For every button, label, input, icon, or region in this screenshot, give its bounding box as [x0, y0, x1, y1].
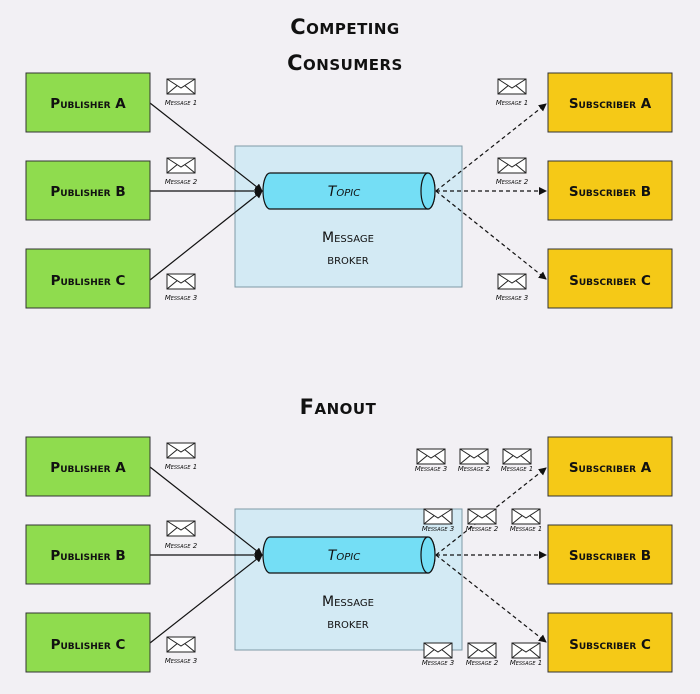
- subscriber-b-label: Subscriber B: [569, 184, 651, 200]
- message-label: Message 1: [165, 99, 198, 107]
- deliver-arrow-a: [435, 103, 547, 192]
- subscriber-a-label: Subscriber A: [569, 460, 652, 476]
- envelope-icon: [459, 448, 489, 465]
- envelope-icon: [423, 508, 453, 525]
- subscriber-c-label: Subscriber C: [569, 637, 651, 653]
- subscriber-a[interactable]: Subscriber A: [547, 436, 673, 497]
- broker-label-line-1: Message: [322, 230, 374, 246]
- publisher-c-label: Publisher C: [51, 637, 126, 653]
- message-label: Message 2: [165, 542, 198, 550]
- broker-label-line-2: broker: [327, 616, 369, 632]
- envelope-icon: [497, 78, 527, 95]
- message-label: Message 3: [415, 465, 448, 473]
- section-competing-consumers: Competing Consumers Topic Message broker…: [25, 15, 673, 309]
- topic-cylinder: [262, 536, 436, 574]
- subscriber-a[interactable]: Subscriber A: [547, 72, 673, 133]
- message-label: Message 2: [466, 525, 499, 533]
- section-title: Fanout: [300, 395, 377, 419]
- publisher-b[interactable]: Publisher B: [25, 160, 151, 221]
- subscriber-b-label: Subscriber B: [569, 548, 651, 564]
- message-label: Message 1: [501, 465, 534, 473]
- publisher-c[interactable]: Publisher C: [25, 248, 151, 309]
- message-label: Message 1: [165, 463, 198, 471]
- message-label: Message 3: [422, 525, 455, 533]
- envelope-icon: [511, 508, 541, 525]
- envelope-icon: [423, 642, 453, 659]
- message-label: Message 3: [165, 294, 198, 302]
- envelope-icon: [497, 157, 527, 174]
- publisher-a-label: Publisher A: [50, 460, 126, 476]
- message-label: Message 1: [496, 99, 529, 107]
- publish-arrow-a: [149, 102, 263, 192]
- topic-label: Topic: [328, 184, 360, 200]
- section-fanout: Fanout Topic Message broker Publisher A …: [25, 395, 673, 673]
- message-label: Message 2: [466, 659, 499, 667]
- envelope-icon: [166, 636, 196, 653]
- message-broker-box: [234, 145, 463, 288]
- message-label: Message 2: [496, 178, 529, 186]
- publish-arrow-a: [149, 466, 263, 556]
- subscriber-b[interactable]: Subscriber B: [547, 160, 673, 221]
- envelope-icon: [166, 273, 196, 290]
- message-label: Message 1: [510, 659, 543, 667]
- envelope-icon: [467, 508, 497, 525]
- envelope-icon: [511, 642, 541, 659]
- message-broker-box: [234, 508, 463, 651]
- publish-arrow-c: [149, 554, 263, 644]
- message-label: Message 2: [165, 178, 198, 186]
- envelope-icon: [166, 520, 196, 537]
- message-label: Message 1: [510, 525, 543, 533]
- publisher-b-label: Publisher B: [50, 184, 125, 200]
- publisher-a[interactable]: Publisher A: [25, 436, 151, 497]
- subscriber-c[interactable]: Subscriber C: [547, 248, 673, 309]
- message-label: Message 3: [496, 294, 529, 302]
- message-label: Message 3: [165, 657, 198, 665]
- message-label: Message 3: [422, 659, 455, 667]
- envelope-icon: [502, 448, 532, 465]
- section-title-line-2: Consumers: [287, 51, 403, 75]
- envelope-icon: [467, 642, 497, 659]
- publisher-a-label: Publisher A: [50, 96, 126, 112]
- topic-cylinder: [262, 172, 436, 210]
- subscriber-c[interactable]: Subscriber C: [547, 612, 673, 673]
- broker-label-line-2: broker: [327, 252, 369, 268]
- envelope-icon: [166, 157, 196, 174]
- deliver-arrow-c: [435, 554, 547, 643]
- subscriber-b[interactable]: Subscriber B: [547, 524, 673, 585]
- publisher-b-label: Publisher B: [50, 548, 125, 564]
- deliver-arrow-c: [435, 190, 547, 280]
- envelope-icon: [166, 442, 196, 459]
- topic-label: Topic: [328, 548, 360, 564]
- publisher-b[interactable]: Publisher B: [25, 524, 151, 585]
- envelope-icon: [416, 448, 446, 465]
- publisher-c[interactable]: Publisher C: [25, 612, 151, 673]
- subscriber-c-label: Subscriber C: [569, 273, 651, 289]
- message-label: Message 2: [458, 465, 491, 473]
- subscriber-a-label: Subscriber A: [569, 96, 652, 112]
- publisher-c-label: Publisher C: [51, 273, 126, 289]
- section-title-line-1: Competing: [290, 15, 400, 39]
- broker-label-line-1: Message: [322, 594, 374, 610]
- publish-arrow-c: [149, 190, 263, 281]
- envelope-icon: [497, 273, 527, 290]
- envelope-icon: [166, 78, 196, 95]
- publisher-a[interactable]: Publisher A: [25, 72, 151, 133]
